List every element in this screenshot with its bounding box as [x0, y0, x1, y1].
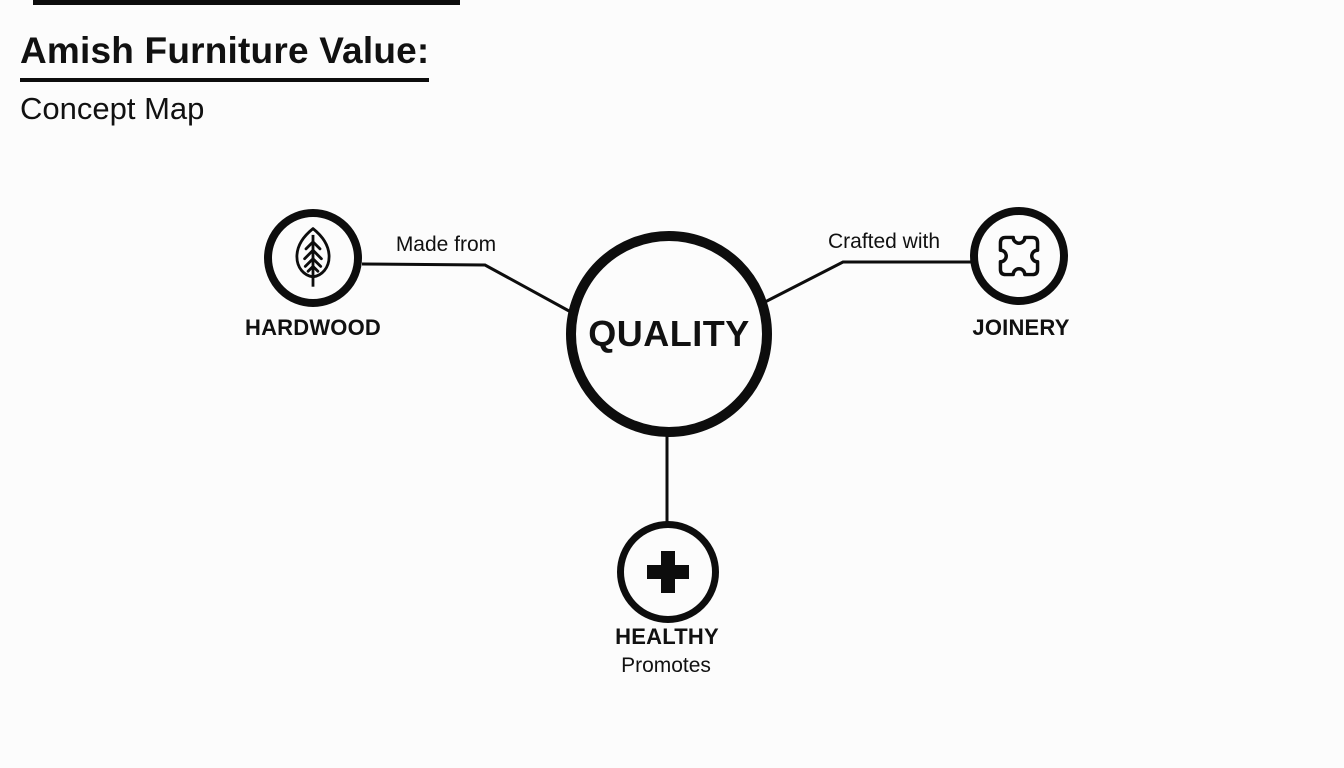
plus-icon [647, 551, 689, 593]
edge-hardwood-quality [361, 262, 581, 319]
node-hardwood [264, 209, 362, 307]
node-quality-label: QUALITY [588, 313, 750, 354]
node-healthy [617, 521, 719, 623]
node-joinery [970, 207, 1068, 305]
edge-label-made-from: Made from [395, 233, 497, 256]
leaf-icon [295, 227, 331, 287]
page-title: Amish Furniture Value: [20, 30, 430, 82]
edge-quality-joinery [762, 260, 974, 305]
node-quality: QUALITY [566, 231, 772, 437]
edge-label-crafted-with: Crafted with [827, 230, 941, 253]
node-hardwood-label: HARDWOOD [244, 315, 382, 340]
title-block: Amish Furniture Value: Concept Map [20, 30, 430, 127]
edge-label-promotes: Promotes [621, 654, 711, 677]
node-joinery-label: JOINERY [972, 315, 1070, 340]
cropped-top-bar [33, 0, 460, 5]
node-healthy-label: HEALTHY [615, 624, 719, 649]
page-subtitle: Concept Map [20, 91, 205, 126]
puzzle-icon [998, 235, 1040, 277]
